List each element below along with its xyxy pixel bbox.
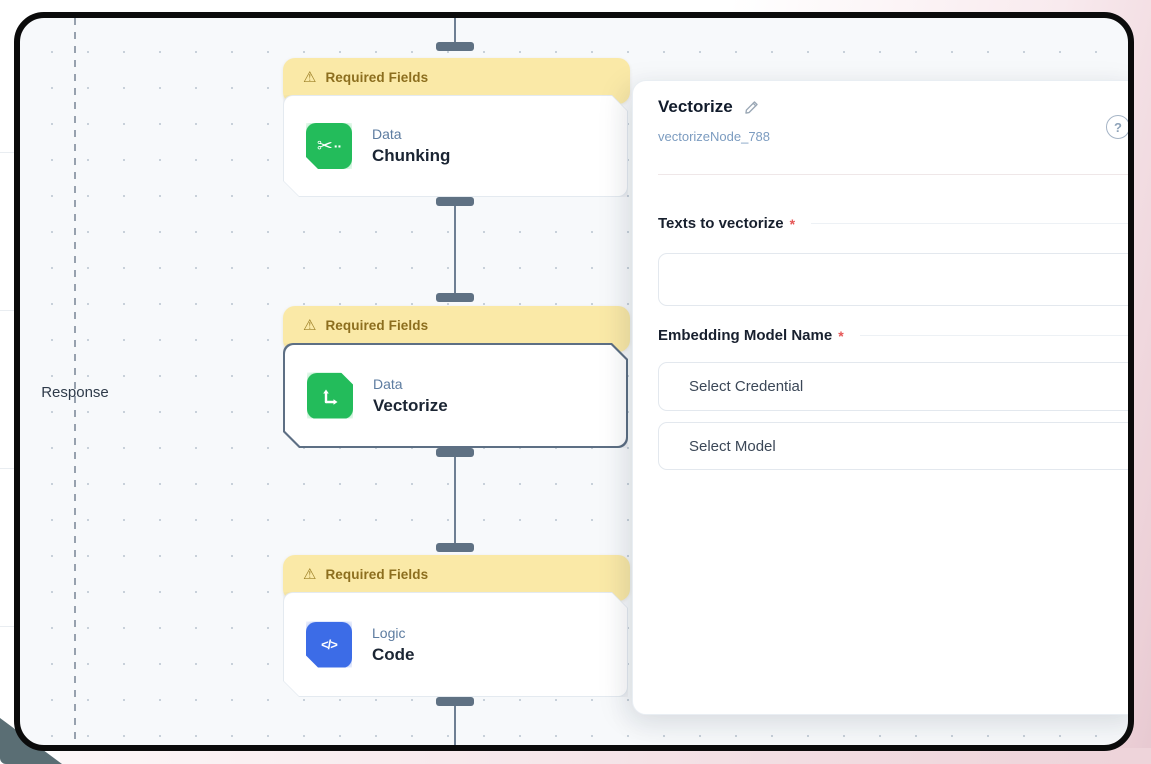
required-asterisk: * [789,215,796,232]
margin-gridline [0,468,15,469]
node-title: Chunking [372,146,451,165]
vectorize-arrows-icon [307,373,353,419]
connection-handle[interactable] [436,293,474,302]
node-card-vectorize[interactable]: Data Vectorize [283,343,628,448]
warning-icon: ⚠ [303,68,317,86]
select-credential-dropdown[interactable]: Select Credential [658,362,1128,411]
app-window-frame: Response ⚠ Required Fields ✂·· Data Chun… [14,12,1134,751]
banner-label: Required Fields [325,317,429,333]
warning-icon: ⚠ [303,316,317,334]
required-asterisk: * [838,327,844,344]
connection-handle[interactable] [436,543,474,552]
edge-connector [454,18,456,42]
node-category: Data [373,375,403,392]
node-id-text: vectorizeNode_788 [658,129,771,144]
texts-to-vectorize-label: Texts to vectorize [658,215,784,232]
embedding-model-name-label: Embedding Model Name [658,327,833,344]
node-category: Data [372,126,402,142]
connection-handle[interactable] [436,197,474,206]
chunking-scissors-icon: ✂·· [306,123,352,169]
warning-icon: ⚠ [303,565,317,583]
margin-gridline [0,626,15,627]
node-title: Code [372,644,415,664]
edge-connector [454,706,456,745]
label-rule [859,335,1128,336]
response-label: Response [41,384,109,401]
help-icon[interactable]: ? [1106,115,1128,139]
select-model-dropdown[interactable]: Select Model [658,422,1128,470]
node-title: Vectorize [373,395,448,415]
node-card-chunking[interactable]: ✂·· Data Chunking [283,95,628,197]
node-config-panel: Vectorize vectorizeNode_788 ? Texts to v… [632,80,1128,715]
connection-handle[interactable] [436,697,474,706]
connection-handle[interactable] [436,448,474,457]
connection-handle[interactable] [436,42,474,51]
banner-label: Required Fields [325,566,429,582]
texts-to-vectorize-input[interactable] [658,253,1128,306]
node-category: Logic [372,624,406,641]
edit-pencil-icon[interactable] [743,99,760,116]
edge-connector [454,206,456,293]
panel-title: Vectorize [658,97,733,116]
response-boundary-dashed-line [74,18,76,745]
edge-connector [454,457,456,543]
banner-label: Required Fields [325,69,429,85]
label-rule [811,223,1128,224]
margin-gridline [0,310,15,311]
margin-gridline [0,152,15,153]
panel-divider [658,174,1128,175]
code-icon: </> [306,622,352,668]
node-card-code[interactable]: </> Logic Code [283,592,628,697]
